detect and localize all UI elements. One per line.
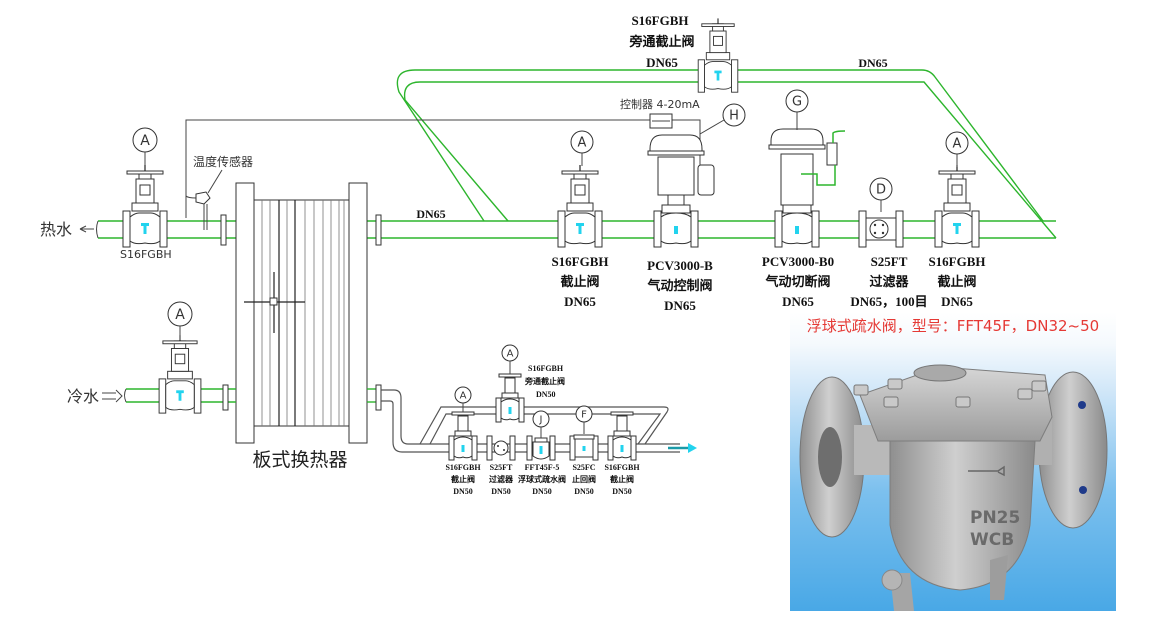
svg-text:DN65，100目: DN65，100目	[850, 294, 927, 309]
cast-marking-pn: PN25	[970, 508, 1020, 528]
svg-text:过滤器: 过滤器	[869, 274, 909, 289]
hot-water-arrow	[79, 225, 94, 233]
svg-text:截止阀: 截止阀	[610, 474, 634, 484]
svg-text:S16FGBH: S16FGBH	[445, 463, 481, 472]
pneumatic-control-valve-tag: H	[699, 103, 746, 135]
drain-bypass-valve-labels: S16FGBH 旁通截止阀 DN50	[524, 364, 565, 399]
trap-body	[889, 440, 1036, 591]
drain-line	[367, 384, 697, 453]
svg-text:旁通截止阀: 旁通截止阀	[524, 376, 565, 386]
strainer-tag: D	[869, 177, 893, 212]
temperature-sensor-label: 温度传感器	[193, 154, 253, 169]
drain-stop-valve-2[interactable]	[607, 411, 637, 461]
product-photo-caption: 浮球式疏水阀，型号：FFT45F，DN32~50	[806, 317, 1100, 335]
drain-stop-valve-1-tag: A	[454, 386, 472, 412]
svg-text:PCV3000-B0: PCV3000-B0	[762, 254, 834, 269]
svg-text:A: A	[578, 136, 587, 151]
main-pipe-size: DN65	[416, 207, 445, 221]
svg-text:DN50: DN50	[491, 487, 511, 496]
svg-text:浮球式疏水阀: 浮球式疏水阀	[518, 474, 566, 484]
heat-exchanger-label: 板式换热器	[252, 449, 347, 471]
svg-text:截止阀: 截止阀	[451, 474, 475, 484]
svg-text:过滤器: 过滤器	[489, 474, 514, 484]
svg-text:S25FT: S25FT	[490, 463, 513, 472]
svg-text:A: A	[953, 137, 962, 152]
controller-4-20ma[interactable]	[649, 113, 673, 129]
drain-bypass-valve-tag: A	[501, 344, 519, 374]
main-line-labels: S16FGBH 截止阀 DN65 PCV3000-B 气动控制阀 DN65 PC…	[551, 254, 985, 313]
drain-bypass-valve[interactable]	[495, 373, 525, 423]
strainer[interactable]	[858, 210, 904, 248]
svg-text:S16FGBH: S16FGBH	[551, 254, 608, 269]
svg-text:截止阀: 截止阀	[560, 274, 599, 289]
svg-text:S25FC: S25FC	[572, 463, 595, 472]
svg-text:DN65: DN65	[782, 294, 814, 309]
main-stop-valve-2-tag: A	[945, 131, 969, 167]
cold-inlet-valve[interactable]	[158, 334, 202, 414]
main-stop-valve-1-tag: A	[570, 130, 594, 166]
bypass-valve-model: S16FGBH	[631, 13, 688, 28]
svg-text:S16FGBH: S16FGBH	[928, 254, 985, 269]
svg-text:F: F	[581, 410, 587, 421]
svg-text:DN65: DN65	[941, 294, 973, 309]
svg-text:PCV3000-B: PCV3000-B	[647, 258, 713, 273]
svg-text:A: A	[507, 349, 514, 360]
drain-line-labels: S16FGBH 截止阀 DN50 S25FT 过滤器 DN50 FFT45F-5…	[445, 463, 640, 496]
svg-text:A: A	[175, 307, 185, 323]
svg-text:A: A	[140, 133, 150, 149]
pneumatic-shutoff-valve[interactable]	[768, 128, 846, 248]
svg-text:DN65: DN65	[564, 294, 596, 309]
svg-text:止回阀: 止回阀	[572, 474, 596, 484]
float-steam-trap-photo: PN25 WCB	[799, 364, 1108, 611]
cold-water-label: 冷水	[67, 387, 99, 406]
check-valve[interactable]	[569, 434, 599, 461]
product-photo: PN25 WCB	[790, 345, 1116, 611]
bypass-valve[interactable]	[697, 17, 739, 93]
controller-label: 控制器 4-20mA	[620, 97, 700, 111]
drain-stop-valve-1[interactable]	[448, 411, 478, 461]
cast-marking-material: WCB	[970, 530, 1014, 550]
hot-outlet-valve-model: S16FGBH	[120, 248, 172, 261]
svg-text:气动控制阀: 气动控制阀	[647, 278, 712, 293]
svg-text:FFT45F-5: FFT45F-5	[525, 463, 560, 472]
svg-text:S25FT: S25FT	[871, 254, 908, 269]
bypass-valve-name: 旁通截止阀	[628, 34, 694, 49]
svg-text:DN65: DN65	[664, 298, 696, 313]
svg-text:DN50: DN50	[453, 487, 473, 496]
pneumatic-control-valve[interactable]	[647, 134, 715, 248]
temperature-sensor	[185, 119, 400, 230]
hot-outlet-valve[interactable]	[122, 164, 168, 248]
main-stop-valve-1[interactable]	[557, 164, 603, 248]
svg-text:DN50: DN50	[574, 487, 594, 496]
svg-text:DN50: DN50	[532, 487, 552, 496]
hot-water-label: 热水	[40, 220, 72, 239]
svg-text:DN50: DN50	[536, 390, 556, 399]
cold-inlet-valve-tag: A	[167, 301, 193, 340]
float-steam-trap[interactable]	[526, 435, 556, 461]
svg-text:D: D	[876, 183, 886, 198]
svg-text:J: J	[539, 415, 543, 426]
svg-text:G: G	[792, 95, 802, 110]
svg-text:S16FGBH: S16FGBH	[528, 364, 564, 373]
main-stop-valve-2[interactable]	[934, 164, 980, 248]
bypass-pipe-size: DN65	[858, 56, 887, 70]
bypass-valve-size: DN65	[646, 55, 678, 70]
plate-heat-exchanger[interactable]	[235, 182, 368, 444]
svg-text:H: H	[729, 109, 739, 124]
float-steam-trap-tag: J	[532, 410, 550, 438]
svg-text:DN50: DN50	[612, 487, 632, 496]
svg-text:A: A	[460, 391, 467, 402]
check-valve-tag: F	[575, 405, 593, 434]
pneumatic-shutoff-valve-tag: G	[785, 89, 809, 130]
photo-caption-background	[790, 312, 1116, 346]
svg-text:截止阀: 截止阀	[937, 274, 976, 289]
drain-strainer[interactable]	[486, 435, 516, 461]
svg-text:气动切断阀: 气动切断阀	[765, 274, 830, 289]
hot-outlet-valve-tag: A	[132, 127, 158, 165]
svg-text:S16FGBH: S16FGBH	[604, 463, 640, 472]
